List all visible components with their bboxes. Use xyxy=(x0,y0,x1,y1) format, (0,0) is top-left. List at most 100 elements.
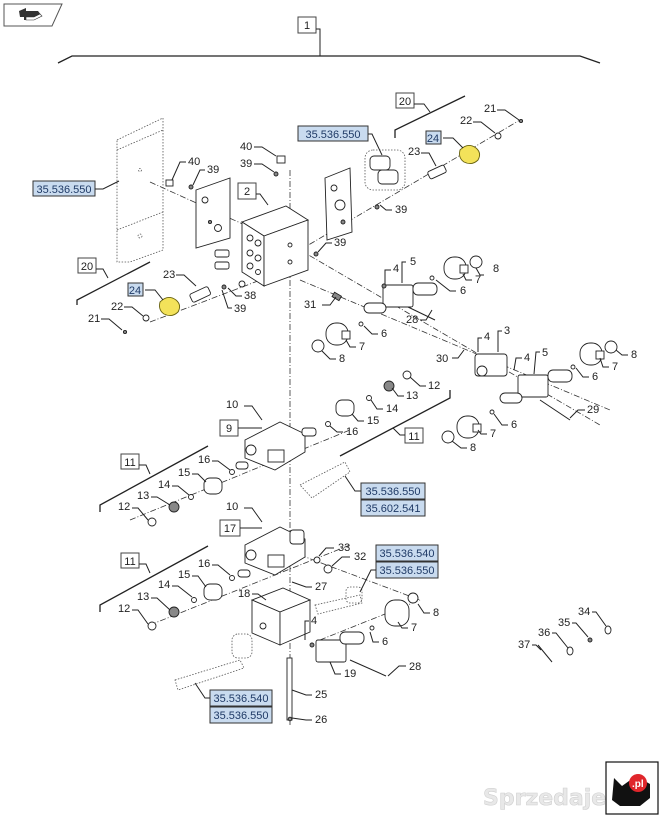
part-callout-40[interactable]: 40 xyxy=(240,141,252,153)
group-label[interactable]: 11 xyxy=(124,457,135,469)
part-callout-14[interactable]: 14 xyxy=(158,579,170,591)
part-callout-40[interactable]: 40 xyxy=(188,156,200,168)
part-callout-36[interactable]: 36 xyxy=(538,627,550,639)
part-callout-5[interactable]: 5 xyxy=(542,347,548,359)
part-callout-18[interactable]: 18 xyxy=(238,588,250,600)
part-callout-6[interactable]: 6 xyxy=(381,328,387,340)
part-callout-39[interactable]: 39 xyxy=(234,303,246,315)
part-callout-16[interactable]: 16 xyxy=(198,454,210,466)
highlight-label[interactable]: 24 xyxy=(129,285,141,297)
part-callout-14[interactable]: 14 xyxy=(386,403,398,415)
screw-part xyxy=(518,118,524,124)
part-callout-8[interactable]: 8 xyxy=(493,263,499,275)
part-callout-32[interactable]: 32 xyxy=(354,551,366,563)
part-callout-19[interactable]: 19 xyxy=(344,668,356,680)
part-callout-25[interactable]: 25 xyxy=(315,689,327,701)
group-label[interactable]: 11 xyxy=(124,556,135,568)
part-callout-4[interactable]: 4 xyxy=(484,331,490,343)
part-callout-39[interactable]: 39 xyxy=(334,237,346,249)
ref-link-text[interactable]: 35.602.541 xyxy=(365,503,420,515)
part-callout-28[interactable]: 28 xyxy=(406,314,418,326)
part-callout-22[interactable]: 22 xyxy=(460,115,472,127)
ref-link-low-2[interactable]: 35.536.550 xyxy=(359,561,439,593)
part-callout-39[interactable]: 39 xyxy=(240,158,252,170)
part-callout-7[interactable]: 7 xyxy=(490,428,496,440)
part-callout-6[interactable]: 6 xyxy=(511,419,517,431)
part-callout-26[interactable]: 26 xyxy=(315,714,327,726)
part-callout-33[interactable]: 33 xyxy=(338,542,350,554)
part-callout-12[interactable]: 12 xyxy=(118,603,130,615)
part-callout-12[interactable]: 12 xyxy=(428,380,440,392)
part-callout-13[interactable]: 13 xyxy=(137,490,149,502)
group-label[interactable]: 11 xyxy=(408,431,419,443)
back-button[interactable] xyxy=(3,3,63,27)
part-callout-4[interactable]: 4 xyxy=(393,263,399,275)
part-callout-6[interactable]: 6 xyxy=(592,371,598,383)
part-callout-23[interactable]: 23 xyxy=(408,146,420,158)
part-callout-27[interactable]: 27 xyxy=(315,581,327,593)
ref-link-text[interactable]: 35.536.540 xyxy=(213,693,268,705)
group-label[interactable]: 1 xyxy=(304,20,310,32)
part-callout-10[interactable]: 10 xyxy=(226,399,238,411)
ref-link-left[interactable]: 35.536.550 xyxy=(32,180,120,197)
ref-link-top[interactable]: 35.536.550 xyxy=(297,125,383,156)
ref-link-text[interactable]: 35.536.550 xyxy=(213,710,268,722)
part-callout-34[interactable]: 34 xyxy=(578,606,590,618)
part-callout-15[interactable]: 15 xyxy=(367,415,379,427)
part-callout-22[interactable]: 22 xyxy=(111,301,123,313)
group-label[interactable]: 2 xyxy=(244,186,250,198)
part-callout-16[interactable]: 16 xyxy=(198,558,210,570)
part-callout-3[interactable]: 3 xyxy=(504,325,510,337)
leader-line xyxy=(212,564,231,576)
part-callout-39[interactable]: 39 xyxy=(395,204,407,216)
part-callout-13[interactable]: 13 xyxy=(137,591,149,603)
part-callout-6[interactable]: 6 xyxy=(382,636,388,648)
part-callout-5[interactable]: 5 xyxy=(410,256,416,268)
part-callout-15[interactable]: 15 xyxy=(178,569,190,581)
part-callout-8[interactable]: 8 xyxy=(433,607,439,619)
part-callout-7[interactable]: 7 xyxy=(612,361,618,373)
ref-link-low-1[interactable]: 35.536.540 xyxy=(375,544,439,562)
part-callout-28[interactable]: 28 xyxy=(409,661,421,673)
ref-link-text[interactable]: 35.536.540 xyxy=(379,548,434,560)
part-callout-4[interactable]: 4 xyxy=(524,352,530,364)
highlight-label[interactable]: 24 xyxy=(427,133,439,145)
ref-link-text[interactable]: 35.536.550 xyxy=(36,184,91,196)
part-callout-30[interactable]: 30 xyxy=(436,353,448,365)
group-label[interactable]: 9 xyxy=(226,423,232,435)
part-callout-13[interactable]: 13 xyxy=(406,390,418,402)
part-callout-8[interactable]: 8 xyxy=(470,442,476,454)
part-callout-7[interactable]: 7 xyxy=(475,274,481,286)
part-callout-15[interactable]: 15 xyxy=(178,467,190,479)
part-callout-29[interactable]: 29 xyxy=(587,404,599,416)
ref-link-mid-2[interactable]: 35.602.541 xyxy=(360,499,426,517)
group-label[interactable]: 20 xyxy=(81,261,93,273)
ref-link-bottom-2[interactable]: 35.536.550 xyxy=(209,706,273,724)
part-callout-35[interactable]: 35 xyxy=(558,617,570,629)
part-callout-14[interactable]: 14 xyxy=(158,479,170,491)
part-callout-21[interactable]: 21 xyxy=(484,103,496,115)
part-callout-16[interactable]: 16 xyxy=(346,426,358,438)
group-label[interactable]: 20 xyxy=(399,96,411,108)
part-callout-10[interactable]: 10 xyxy=(226,501,238,513)
part-callout-8[interactable]: 8 xyxy=(339,353,345,365)
part-callout-7[interactable]: 7 xyxy=(411,622,417,634)
part-callout-31[interactable]: 31 xyxy=(304,299,316,311)
part-callout-6[interactable]: 6 xyxy=(460,285,466,297)
part-callout-12[interactable]: 12 xyxy=(118,501,130,513)
ref-link-text[interactable]: 35.536.550 xyxy=(305,129,360,141)
part-callout-21[interactable]: 21 xyxy=(88,313,100,325)
part-callout-8[interactable]: 8 xyxy=(631,349,637,361)
part-callout-37[interactable]: 37 xyxy=(518,639,530,651)
part-callout-23[interactable]: 23 xyxy=(163,269,175,281)
part-callout-39[interactable]: 39 xyxy=(207,164,219,176)
part-callout-7[interactable]: 7 xyxy=(359,341,365,353)
ref-link-text[interactable]: 35.536.550 xyxy=(365,486,420,498)
group-label[interactable]: 17 xyxy=(224,523,236,535)
leader-line xyxy=(176,274,197,287)
ref-link-mid-1[interactable]: 35.536.550 xyxy=(344,475,426,500)
part-callout-38[interactable]: 38 xyxy=(244,290,256,302)
part-callout-4[interactable]: 4 xyxy=(311,615,317,627)
ref-link-text[interactable]: 35.536.550 xyxy=(379,565,434,577)
ref-link-bottom-1[interactable]: 35.536.540 xyxy=(194,682,273,707)
